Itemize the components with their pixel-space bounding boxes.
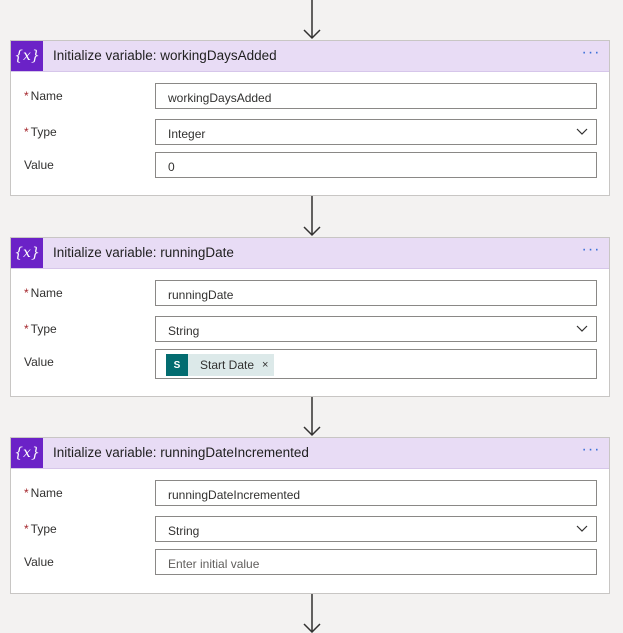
required-mark: * <box>24 522 29 536</box>
required-mark: * <box>24 89 29 103</box>
type-dropdown[interactable]: Integer <box>155 119 597 145</box>
value-row: Value Enter initial value <box>11 549 609 579</box>
card-header[interactable]: {x} Initialize variable: workingDaysAdde… <box>11 41 609 72</box>
value-row: Value S Start Date × <box>11 349 609 379</box>
value-placeholder: Enter initial value <box>168 557 260 571</box>
flow-arrow-icon <box>303 397 321 437</box>
more-options-button[interactable]: ··· <box>581 441 601 458</box>
name-row: *Name runningDate <box>11 280 609 310</box>
sharepoint-icon: S <box>166 354 188 376</box>
variable-icon: {x} <box>11 438 43 468</box>
value-row: Value 0 <box>11 152 609 182</box>
type-label: Type <box>30 522 57 536</box>
card-header[interactable]: {x} Initialize variable: runningDate ··· <box>11 238 609 269</box>
name-label: Name <box>30 286 63 300</box>
remove-token-icon[interactable]: × <box>262 359 269 371</box>
chevron-down-icon[interactable] <box>576 525 588 533</box>
card-title: Initialize variable: runningDateIncremen… <box>53 445 309 460</box>
required-mark: * <box>24 322 29 336</box>
required-mark: * <box>24 486 29 500</box>
value-label: Value <box>24 158 54 172</box>
name-field[interactable]: runningDate <box>155 280 597 306</box>
value-label: Value <box>24 355 54 369</box>
more-options-button[interactable]: ··· <box>581 241 601 258</box>
required-mark: * <box>24 125 29 139</box>
value-field[interactable]: S Start Date × <box>155 349 597 379</box>
card-header[interactable]: {x} Initialize variable: runningDateIncr… <box>11 438 609 469</box>
token-label: Start Date <box>200 358 255 372</box>
flow-arrow-icon <box>303 0 321 40</box>
flow-arrow-icon <box>303 196 321 237</box>
action-card-running-date[interactable]: {x} Initialize variable: runningDate ···… <box>10 237 610 397</box>
type-row: *Type Integer <box>11 119 609 149</box>
type-dropdown[interactable]: String <box>155 316 597 342</box>
type-label: Type <box>30 125 57 139</box>
type-value: String <box>168 324 200 338</box>
name-field[interactable]: workingDaysAdded <box>155 83 597 109</box>
name-field[interactable]: runningDateIncremented <box>155 480 597 506</box>
value-field[interactable]: Enter initial value <box>155 549 597 575</box>
name-row: *Name workingDaysAdded <box>11 83 609 113</box>
type-label: Type <box>30 322 57 336</box>
action-card-working-days[interactable]: {x} Initialize variable: workingDaysAdde… <box>10 40 610 196</box>
card-title: Initialize variable: workingDaysAdded <box>53 48 277 63</box>
name-row: *Name runningDateIncremented <box>11 480 609 510</box>
dynamic-content-token[interactable]: S Start Date × <box>166 354 275 376</box>
type-row: *Type String <box>11 316 609 346</box>
card-title: Initialize variable: runningDate <box>53 245 234 260</box>
value-label: Value <box>24 555 54 569</box>
name-label: Name <box>30 89 63 103</box>
type-value: Integer <box>168 127 206 141</box>
flow-arrow-icon <box>303 594 321 633</box>
action-card-running-date-incremented[interactable]: {x} Initialize variable: runningDateIncr… <box>10 437 610 594</box>
variable-icon: {x} <box>11 41 43 71</box>
more-options-button[interactable]: ··· <box>581 44 601 61</box>
value-field[interactable]: 0 <box>155 152 597 178</box>
required-mark: * <box>24 286 29 300</box>
chevron-down-icon[interactable] <box>576 128 588 136</box>
type-dropdown[interactable]: String <box>155 516 597 542</box>
type-row: *Type String <box>11 516 609 546</box>
type-value: String <box>168 524 200 538</box>
name-label: Name <box>30 486 63 500</box>
chevron-down-icon[interactable] <box>576 325 588 333</box>
variable-icon: {x} <box>11 238 43 268</box>
